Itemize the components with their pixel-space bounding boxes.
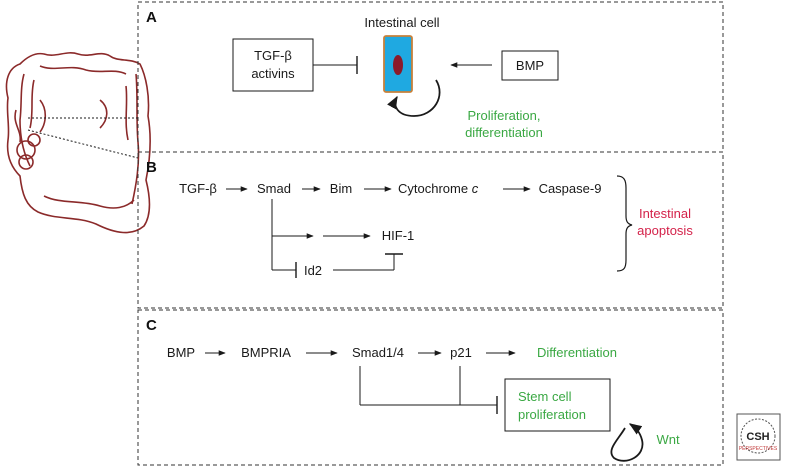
cytochrome-word: Cytochrome: [398, 181, 468, 196]
stem-cell-box: [504, 378, 611, 432]
differentiation-label: Differentiation: [537, 345, 617, 360]
panel-a-frame: [137, 1, 724, 153]
zoom-line-bottom: [27, 129, 139, 159]
panel-c-letter: C: [146, 317, 157, 334]
hif1-label: HIF-1: [382, 228, 415, 243]
cell-title: Intestinal cell: [364, 15, 439, 30]
proliferation-label: proliferation: [518, 407, 586, 422]
chain-b-smad: Smad: [257, 181, 291, 196]
intestine-illustration: [5, 52, 151, 234]
tgf-activins-box: [232, 38, 314, 92]
wnt-label: Wnt: [656, 432, 680, 447]
intestinal-label: Intestinal: [639, 206, 691, 221]
panel-b-letter: B: [146, 159, 157, 176]
apoptosis-label: apoptosis: [637, 223, 693, 238]
panel-c-frame: [137, 309, 724, 466]
chain-c-p21: p21: [450, 345, 472, 360]
self-renewal-loop-arrow: [387, 79, 441, 117]
stem-cell-label: Stem cell: [518, 389, 572, 404]
panel-b-frame: [137, 151, 724, 309]
apoptosis-brace: [616, 175, 633, 272]
chain-b-bim: Bim: [330, 181, 352, 196]
csh-logo: CSH PERSPECTIVES: [736, 413, 781, 461]
logo-csh: CSH: [746, 431, 769, 443]
wnt-loop-arrow: [610, 423, 644, 462]
chain-c-bmpria: BMPRIA: [241, 345, 291, 360]
chain-b-caspase9: Caspase-9: [539, 181, 602, 196]
activins-label: activins: [251, 66, 295, 81]
outcome-differentiation: differentiation: [465, 125, 543, 140]
id2-label: Id2: [304, 263, 322, 278]
chain-b-cytochrome: Cytochrome c: [398, 181, 479, 196]
bmp-box-label: BMP: [516, 58, 544, 73]
cytochrome-c: c: [472, 181, 479, 196]
bmp-box: [501, 50, 559, 81]
logo-perspectives: PERSPECTIVES: [739, 446, 778, 452]
chain-c-smad14: Smad1/4: [352, 345, 404, 360]
cell-nucleus: [393, 55, 403, 75]
chain-b-tgf-beta: TGF-β: [179, 181, 217, 196]
tgf-beta-label: TGF-β: [254, 48, 292, 63]
panel-a-letter: A: [146, 9, 157, 26]
outcome-proliferation: Proliferation,: [468, 108, 541, 123]
chain-c-bmp: BMP: [167, 345, 195, 360]
